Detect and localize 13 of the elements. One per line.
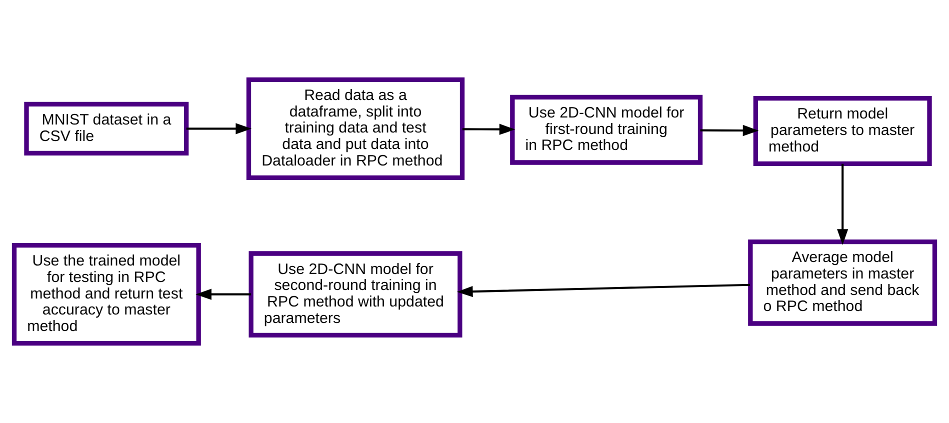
node-box: Use the trained model for testing in RPC method and return test accuracy to master method	[12, 243, 201, 346]
arrow	[700, 124, 759, 136]
node-box: Read data as a dataframe, split into training data and test data and put data into Dataloader in RPC method	[246, 77, 465, 180]
arrow	[837, 164, 848, 245]
node-box: Return model parameters to master method	[753, 96, 932, 166]
arrow	[462, 124, 516, 135]
node-box: Average model parameters in master method and send back o RPC method	[748, 240, 938, 326]
arrow	[196, 288, 252, 300]
node-box: Use 2D-CNN model for first-round training in RPC method	[510, 94, 703, 165]
arrow	[456, 284, 750, 298]
node-box: MNIST dataset in a CSV file	[24, 102, 189, 156]
node-box: Use 2D-CNN model for second-round training in RPC method with updated parameters	[248, 251, 462, 338]
arrow	[186, 123, 252, 134]
